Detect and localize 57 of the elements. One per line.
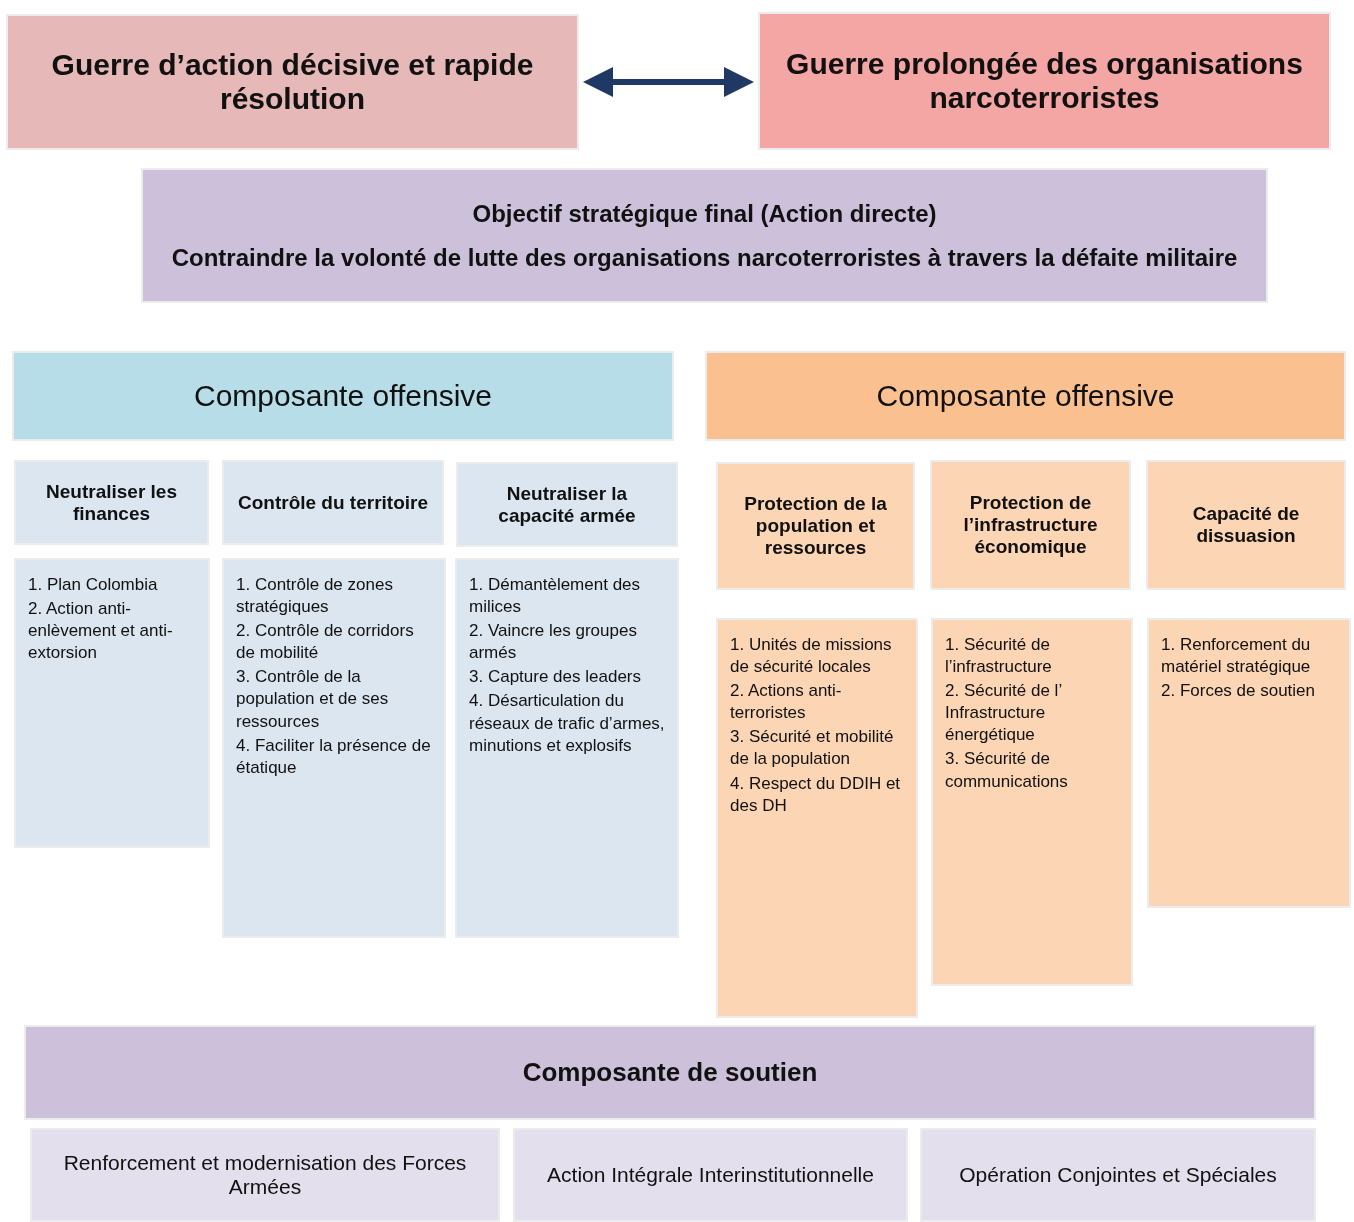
task-list-box	[14, 558, 210, 848]
list-item: 2. Contrôle de corridors de mobilité	[236, 620, 415, 665]
support-text: Renforcement et modernisation des Forces Armées	[62, 1151, 468, 1199]
task-list-box	[931, 618, 1133, 986]
list-item: 3. Sécurité de communications	[945, 748, 1069, 793]
list-item: 1. Démantèlement des milices	[469, 574, 642, 619]
banner-text: Guerre d’action décisive et rapide résolution	[50, 48, 535, 116]
objective-heading: Objectif stratégique final (Action directe)	[472, 199, 937, 230]
list-item: 3. Contrôle de la population et de ses ressources	[236, 666, 390, 733]
banner-text: Guerre prolongée des organisations narcoterroristes	[785, 47, 1304, 115]
list-item: 1. Contrôle de zones stratégiques	[236, 574, 394, 619]
task-list-box	[716, 618, 918, 1018]
support-box	[920, 1128, 1316, 1222]
title-banner	[758, 12, 1331, 150]
column-title: Neutraliser la capacité armée	[497, 482, 637, 527]
section-header	[12, 351, 674, 441]
column-header	[930, 460, 1131, 590]
list-item: 1. Unités de missions de sécurité locales	[730, 634, 893, 679]
task-list-box	[455, 558, 679, 938]
double-arrow	[583, 67, 754, 97]
objective-banner	[141, 168, 1268, 303]
column-title: Protection de l’infrastructure économique	[962, 492, 1099, 558]
list-item: 3. Sécurité et mobilité de la population	[730, 726, 895, 771]
support-text: Opération Conjointes et Spéciales	[959, 1163, 1277, 1187]
column-header	[222, 460, 444, 545]
support-text: Action Intégrale Interinstitutionnelle	[547, 1163, 874, 1187]
task-list-box	[222, 558, 446, 938]
list-item: 2. Vaincre les groupes armés	[469, 620, 638, 665]
list-item: 4. Désarticulation du réseaux de trafic d’armes, minutions et explosifs	[469, 690, 666, 757]
column-title: Neutraliser les finances	[45, 480, 178, 525]
column-header	[456, 462, 678, 547]
list-item: 1. Renforcement du matériel stratégique	[1161, 634, 1312, 679]
list-item: 2. Action anti-enlèvement et anti-extorsion	[28, 598, 174, 665]
list-item: 1. Plan Colombia	[28, 574, 159, 596]
column-header	[716, 462, 915, 590]
list-item: 2. Forces de soutien	[1161, 680, 1317, 703]
column-header	[1146, 460, 1346, 590]
section-title: Composante offensive	[876, 379, 1175, 413]
title-banner	[6, 14, 579, 150]
section-title: Composante offensive	[194, 379, 492, 413]
list-item: 1. Sécurité de l’infrastructure	[945, 634, 1053, 679]
objective-text: Contraindre la volonté de lutte des organisations narcoterroristes à travers la défaite militaire	[171, 242, 1238, 273]
column-header	[14, 460, 209, 545]
list-item: 3. Capture des leaders	[469, 666, 642, 689]
list-item: 2. Sécurité de l’ Infrastructure énergétique	[945, 680, 1063, 747]
support-header	[24, 1025, 1316, 1120]
list-item: 4. Respect du DDIH et des DH	[730, 772, 902, 817]
support-box	[30, 1128, 500, 1222]
column-title: Protection de la population et ressources	[743, 493, 888, 559]
column-title: Capacité de dissuasion	[1191, 503, 1301, 547]
section-header	[705, 351, 1346, 441]
support-box	[513, 1128, 908, 1222]
column-title: Contrôle du territoire	[238, 491, 428, 514]
list-item: 4. Faciliter la présence de étatique	[236, 734, 432, 779]
support-title: Composante de soutien	[522, 1057, 818, 1088]
list-item: 2. Actions anti-terroristes	[730, 680, 843, 725]
task-list-box	[1147, 618, 1351, 908]
